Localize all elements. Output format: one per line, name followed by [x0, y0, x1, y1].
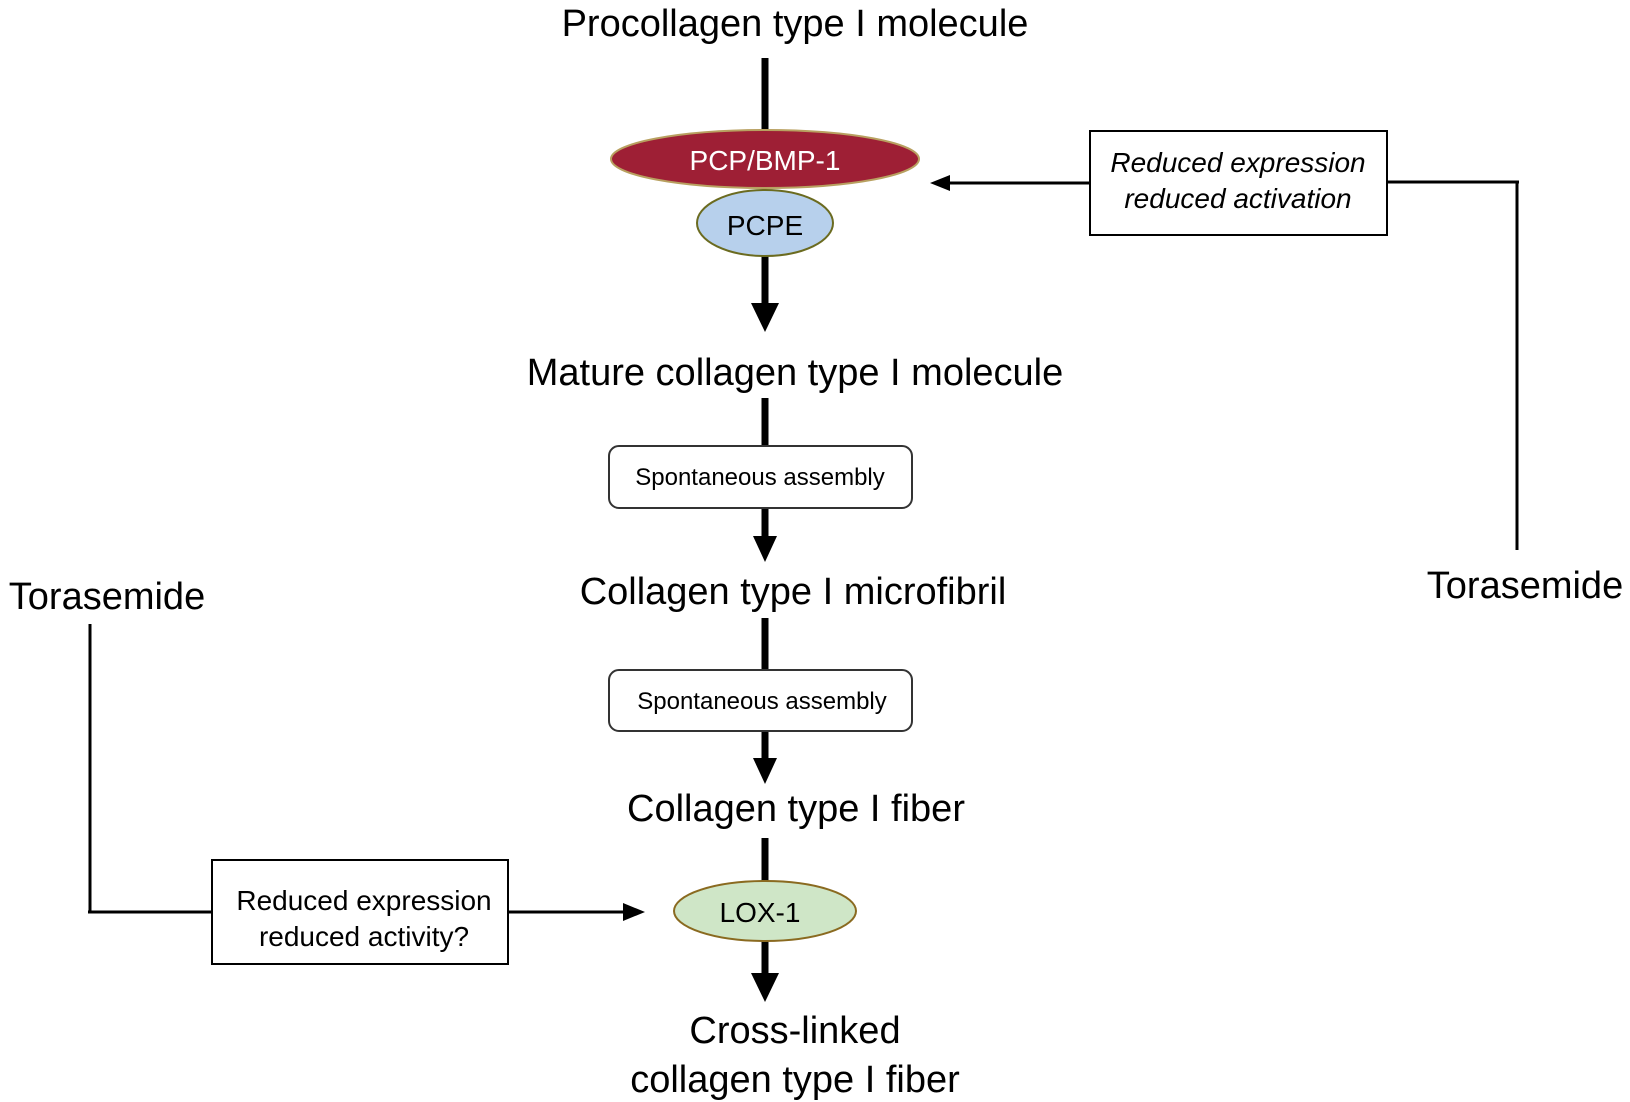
pcpe-enzyme-ellipse: [696, 189, 834, 257]
arrowhead-assembly1-to-microfibril: [753, 536, 777, 562]
left-effect-box: [211, 859, 509, 965]
pcpe-label: PCPE: [727, 210, 803, 241]
arrowhead-assembly2-to-fiber: [753, 758, 777, 784]
node-crosslinked-line2: collagen type I fiber: [630, 1059, 960, 1101]
arrowhead-lox-to-crosslinked: [751, 973, 779, 1002]
assembly1-box: [608, 445, 913, 509]
assembly1-label: Spontaneous assembly: [635, 464, 885, 491]
assembly2-label: Spontaneous assembly: [637, 688, 887, 715]
right-torasemide-label: Torasemide: [1427, 565, 1623, 607]
pcp-bmp1-label: PCP/BMP-1: [690, 145, 841, 176]
right-arrowhead: [930, 175, 950, 191]
left-torasemide-label: Torasemide: [9, 576, 205, 618]
assembly2-box: [608, 669, 913, 732]
right-effect-box: [1089, 130, 1388, 236]
lox1-label: LOX-1: [720, 897, 801, 928]
node-procollagen: Procollagen type I molecule: [562, 3, 1029, 45]
left-torasemide-branch: Torasemide Reduced expression reduced ac…: [9, 576, 645, 965]
right-torasemide-branch: Reduced expression reduced activation To…: [930, 130, 1623, 607]
lox1-enzyme-ellipse: [673, 880, 857, 942]
node-mature-collagen: Mature collagen type I molecule: [527, 352, 1064, 394]
main-pathway-connectors: [751, 58, 779, 1002]
left-arrowhead: [623, 903, 645, 921]
arrowhead-pcpe-to-mature: [751, 303, 779, 332]
node-fiber: Collagen type I fiber: [627, 788, 965, 830]
node-microfibril: Collagen type I microfibril: [580, 571, 1007, 613]
node-crosslinked-line1: Cross-linked: [689, 1010, 900, 1052]
right-effect-line2: reduced activation: [1124, 183, 1351, 214]
left-effect-line1: Reduced expression: [236, 885, 491, 916]
left-effect-line2: reduced activity?: [259, 921, 469, 952]
pcp-bmp1-enzyme-ellipse: [610, 129, 920, 189]
right-effect-line1: Reduced expression: [1110, 147, 1365, 178]
